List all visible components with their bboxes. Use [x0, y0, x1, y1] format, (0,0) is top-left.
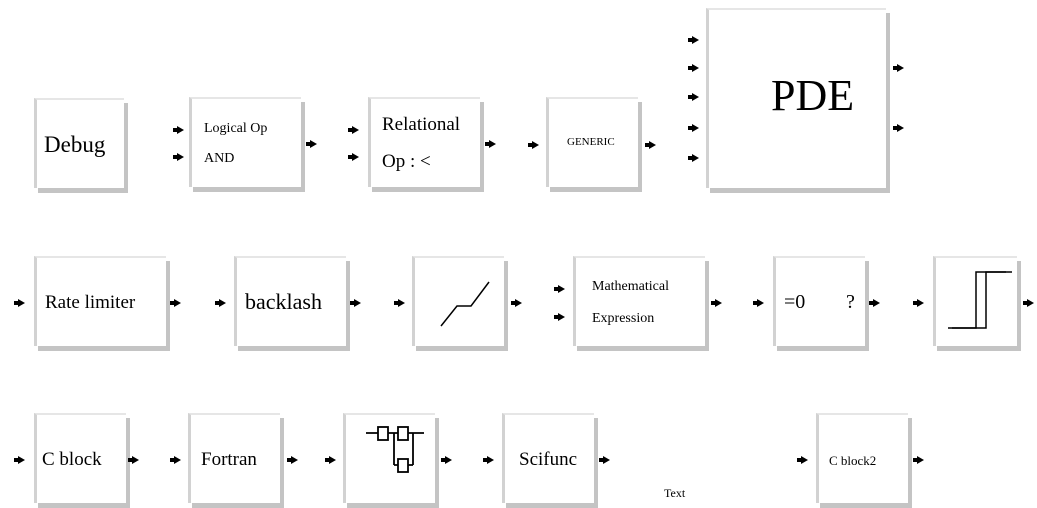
- c-block-block[interactable]: C block: [34, 413, 126, 503]
- generic-label: GENERIC: [567, 136, 615, 148]
- scifunc-block[interactable]: Scifunc: [502, 413, 594, 503]
- logical-op-input-port-2[interactable]: [173, 153, 184, 161]
- generic-output-port[interactable]: [645, 141, 656, 149]
- hysteresis-output-port[interactable]: [1023, 299, 1034, 307]
- super-block-input-port[interactable]: [325, 456, 336, 464]
- pde-input-port-5[interactable]: [688, 154, 699, 162]
- super-block-icon: [366, 426, 424, 473]
- logical-op-input-port-1[interactable]: [173, 126, 184, 134]
- pde-block[interactable]: PDE: [706, 8, 886, 188]
- math-expression-input-port-1[interactable]: [554, 285, 565, 293]
- saturation-curve-icon: [440, 281, 490, 327]
- c-block-output-port[interactable]: [128, 456, 139, 464]
- c-block-input-port[interactable]: [14, 456, 25, 464]
- c-block2-output-port[interactable]: [913, 456, 924, 464]
- debug-label: Debug: [44, 132, 106, 157]
- fortran-block[interactable]: Fortran: [188, 413, 280, 503]
- relational-op-input-port-2[interactable]: [348, 153, 359, 161]
- scifunc-label: Scifunc: [519, 449, 578, 470]
- c-block2-input-port[interactable]: [797, 456, 808, 464]
- c-block2-block[interactable]: C block2: [816, 413, 908, 503]
- pde-output-port-2[interactable]: [893, 124, 904, 132]
- backlash-label: backlash: [245, 289, 322, 314]
- hysteresis-input-port[interactable]: [913, 299, 924, 307]
- pde-input-port-1[interactable]: [688, 36, 699, 44]
- relational-op-output-port[interactable]: [485, 140, 496, 148]
- c-block2-label: C block2: [829, 453, 877, 468]
- debug-block[interactable]: Debug: [34, 98, 124, 188]
- logical-op-label-line2: AND: [204, 151, 235, 166]
- logical-op-block[interactable]: Logical Op AND: [189, 97, 301, 187]
- scifunc-output-port[interactable]: [599, 456, 610, 464]
- scifunc-input-port[interactable]: [483, 456, 494, 464]
- pde-input-port-2[interactable]: [688, 64, 699, 72]
- rate-limiter-label: Rate limiter: [45, 292, 136, 313]
- fortran-label: Fortran: [201, 449, 257, 470]
- math-expression-block[interactable]: Mathematical Expression: [573, 256, 705, 346]
- pde-input-port-3[interactable]: [688, 93, 699, 101]
- relational-op-input-port-1[interactable]: [348, 126, 359, 134]
- zero-crossing-output-port[interactable]: [869, 299, 880, 307]
- fortran-output-port[interactable]: [287, 456, 298, 464]
- backlash-input-port[interactable]: [215, 299, 226, 307]
- saturation-input-port[interactable]: [394, 299, 405, 307]
- generic-block[interactable]: GENERIC: [546, 97, 638, 187]
- relational-op-label-line2: Op : <: [382, 151, 431, 172]
- zero-crossing-block[interactable]: =0 ?: [773, 256, 865, 346]
- relational-op-label-line1: Relational: [382, 114, 461, 135]
- hysteresis-block[interactable]: [933, 256, 1017, 346]
- text-label[interactable]: Text: [664, 486, 686, 500]
- rate-limiter-input-port[interactable]: [14, 299, 25, 307]
- math-expression-label-line1: Mathematical: [592, 279, 669, 294]
- saturation-output-port[interactable]: [511, 299, 522, 307]
- pde-output-port-1[interactable]: [893, 64, 904, 72]
- backlash-output-port[interactable]: [350, 299, 361, 307]
- pde-input-port-4[interactable]: [688, 124, 699, 132]
- relational-op-block[interactable]: Relational Op : <: [368, 97, 480, 187]
- c-block-label: C block: [42, 449, 102, 470]
- zero-crossing-question-label: ?: [846, 291, 855, 313]
- saturation-block[interactable]: [412, 256, 504, 346]
- zero-crossing-input-port[interactable]: [753, 299, 764, 307]
- rate-limiter-block[interactable]: Rate limiter: [34, 256, 166, 346]
- pde-label: PDE: [771, 71, 855, 120]
- zero-crossing-eq-label: =0: [784, 291, 806, 313]
- backlash-block[interactable]: backlash: [234, 256, 346, 346]
- super-block-output-port[interactable]: [441, 456, 452, 464]
- generic-input-port[interactable]: [528, 141, 539, 149]
- fortran-input-port[interactable]: [170, 456, 181, 464]
- math-expression-label-line2: Expression: [592, 311, 655, 326]
- rate-limiter-output-port[interactable]: [170, 299, 181, 307]
- super-block[interactable]: [343, 413, 435, 503]
- hysteresis-step-icon: [948, 271, 1012, 329]
- math-expression-input-port-2[interactable]: [554, 313, 565, 321]
- math-expression-output-port[interactable]: [711, 299, 722, 307]
- logical-op-output-port[interactable]: [306, 140, 317, 148]
- logical-op-label-line1: Logical Op: [204, 121, 268, 136]
